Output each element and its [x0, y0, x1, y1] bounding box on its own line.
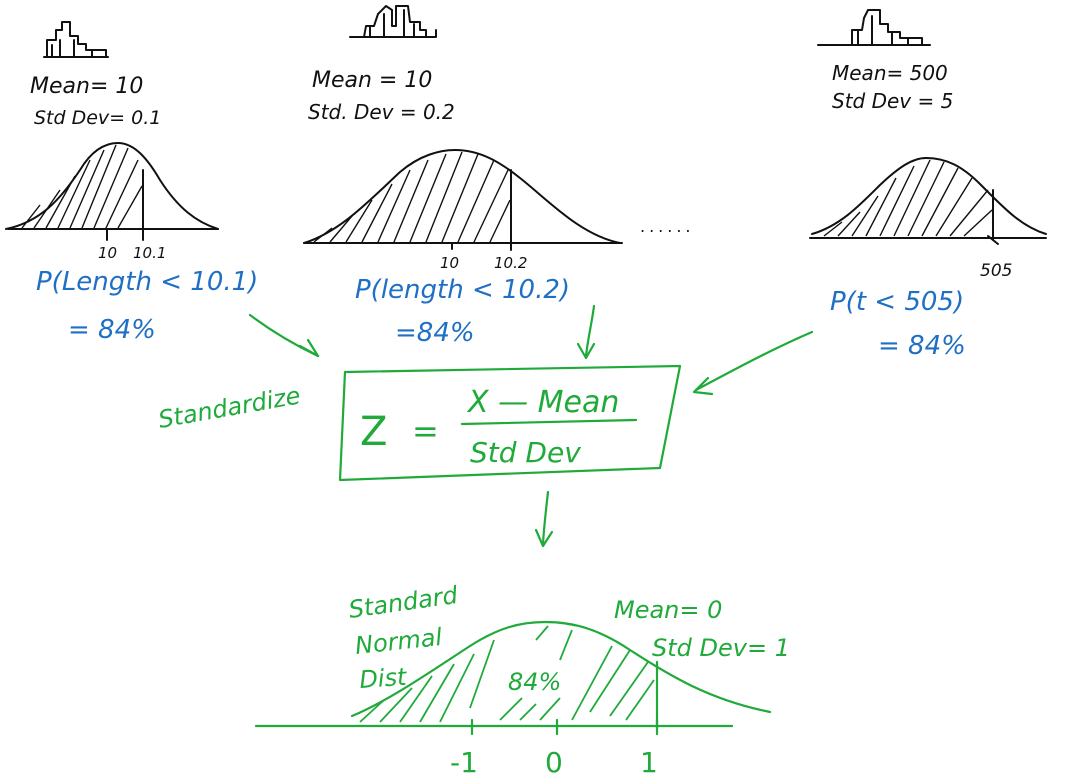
standard-normal-bell-curve — [254, 620, 772, 736]
factory-icon — [43, 21, 109, 58]
factory-2-group: Mean = 10 Std. Dev = 0.2 10 10.2 P(lengt… — [303, 5, 623, 348]
standard-normal-mean-label: Mean= 0 — [614, 596, 722, 624]
more-factories-ellipsis: ...... — [640, 217, 695, 236]
factory-2-axis-label-mean: 10 — [440, 254, 459, 272]
arrow-formula-to-standard-normal — [534, 490, 554, 548]
factory-3-probability: P(t < 505) — [830, 287, 964, 317]
arrow-factory-1-to-formula — [248, 313, 320, 358]
formula-z: Z — [360, 409, 387, 455]
factory-2-probability-value: =84% — [395, 318, 475, 348]
factory-3-bell-curve — [809, 157, 1047, 245]
standard-normal-axis-label-0: 0 — [545, 746, 563, 779]
factory-2-axis-label-x: 10.2 — [494, 254, 527, 272]
factory-1-group: Mean= 10 Std Dev= 0.1 10 10.1 P(Length <… — [5, 21, 258, 345]
arrow-factory-2-to-formula — [576, 304, 596, 360]
standard-normal-title-line-3: Dist — [358, 663, 408, 694]
formula-numerator: X — Mean — [466, 385, 619, 420]
factory-2-mean-label: Mean = 10 — [312, 68, 432, 93]
factory-icon — [349, 5, 437, 38]
factory-icon — [817, 9, 931, 46]
factory-1-axis-label-mean: 10 — [98, 244, 117, 262]
factory-3-sd-label: Std Dev = 5 — [832, 89, 953, 113]
standardize-label: Standardize — [156, 381, 302, 434]
factory-1-probability: P(Length < 10.1) — [36, 267, 258, 297]
factory-1-bell-curve — [5, 142, 219, 241]
factory-3-mean-label: Mean= 500 — [832, 61, 948, 85]
formula-denominator: Std Dev — [470, 436, 581, 469]
factory-1-sd-label: Std Dev= 0.1 — [34, 107, 161, 129]
standard-normal-axis-label-neg1: -1 — [450, 746, 478, 779]
factory-3-axis-label-x: 505 — [980, 261, 1012, 281]
factory-1-probability-value: = 84% — [68, 315, 156, 345]
factory-3-probability-value: = 84% — [878, 331, 966, 361]
factory-2-sd-label: Std. Dev = 0.2 — [308, 100, 455, 124]
arrow-factory-3-to-formula — [692, 330, 814, 396]
standard-normal-group: Standard Normal Dist Mean= 0 Std Dev= 1 … — [254, 581, 790, 779]
factory-1-axis-label-x: 10.1 — [133, 244, 166, 262]
factory-3-group: Mean= 500 Std Dev = 5 505 P(t < 505) = 8… — [809, 9, 1047, 361]
factory-2-bell-curve — [303, 149, 623, 251]
factory-2-probability: P(length < 10.2) — [355, 275, 570, 305]
factory-1-mean-label: Mean= 10 — [30, 74, 143, 99]
standard-normal-axis-label-1: 1 — [640, 746, 658, 779]
formula-fraction-bar — [460, 418, 638, 426]
standard-normal-sd-label: Std Dev= 1 — [652, 634, 790, 662]
standard-normal-title-line-1: Standard — [347, 581, 460, 624]
standard-normal-title-line-2: Normal — [354, 623, 444, 660]
standard-normal-area-label: 84% — [508, 668, 561, 696]
formula-equals: = — [412, 412, 439, 450]
z-score-formula-box: Z = X — Mean Std Dev — [338, 364, 682, 482]
